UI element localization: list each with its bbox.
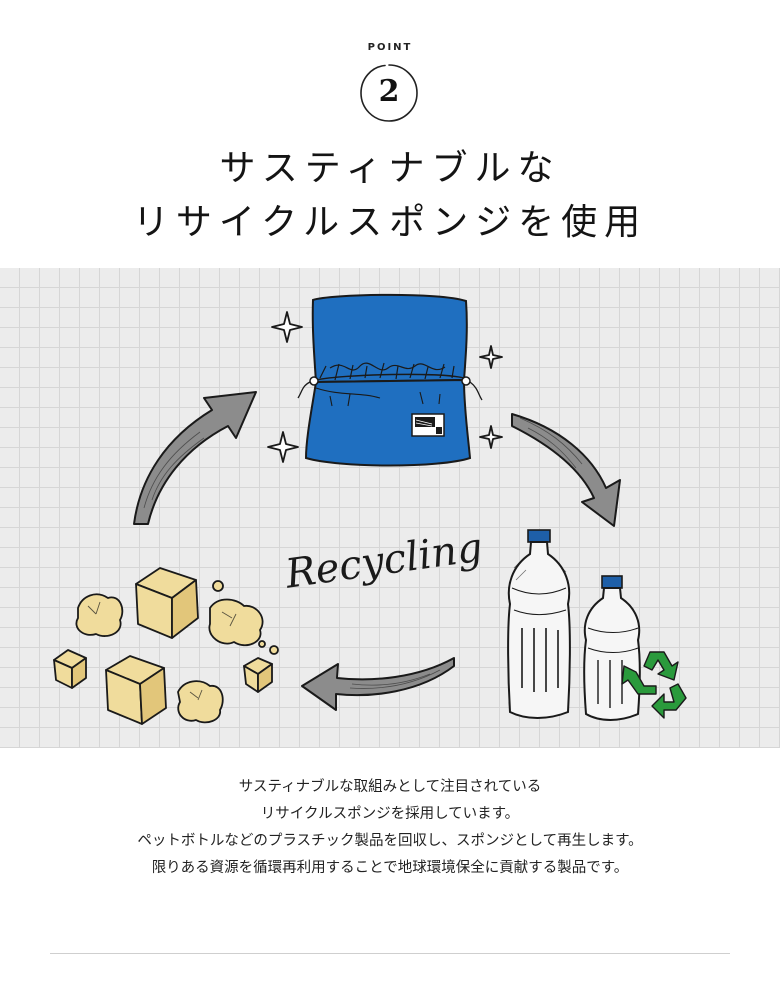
cycle-arrow xyxy=(301,657,455,711)
point-label: POINT xyxy=(367,42,413,53)
description-line-4: 限りある資源を循環再利用することで地球環境保全に貢献する製品です。 xyxy=(151,860,629,876)
description-line-2: リサイクルスポンジを採用しています。 xyxy=(260,806,520,822)
recycling-illustration: Recycling xyxy=(0,268,780,748)
divider xyxy=(50,953,730,954)
sponge-cubes xyxy=(53,567,279,725)
blue-pouch xyxy=(297,293,483,467)
description-line-3: ペットボトルなどのプラスチック製品を回収し、スポンジとして再生します。 xyxy=(137,833,643,849)
point-number: 2 xyxy=(378,74,400,109)
description: サスティナブルな取組みとして注目されている リサイクルスポンジを採用しています。… xyxy=(0,774,780,882)
title-line-2: リサイクルスポンジを使用 xyxy=(132,202,648,243)
point-circle xyxy=(360,64,418,122)
recycling-script-text: Recycling xyxy=(282,525,486,598)
plastic-bottle xyxy=(583,575,641,721)
sparkle-icon xyxy=(267,311,503,463)
page-title: サスティナブルな リサイクルスポンジを使用 xyxy=(0,142,780,250)
recycle-icon xyxy=(621,651,687,719)
title-line-1: サスティナブルな xyxy=(219,148,561,189)
description-line-1: サスティナブルな取組みとして注目されている xyxy=(238,779,542,795)
recycling-diagram: Recycling xyxy=(53,293,687,725)
plastic-bottle xyxy=(507,529,571,719)
cycle-arrow xyxy=(133,391,257,525)
cycle-arrow xyxy=(511,413,621,527)
